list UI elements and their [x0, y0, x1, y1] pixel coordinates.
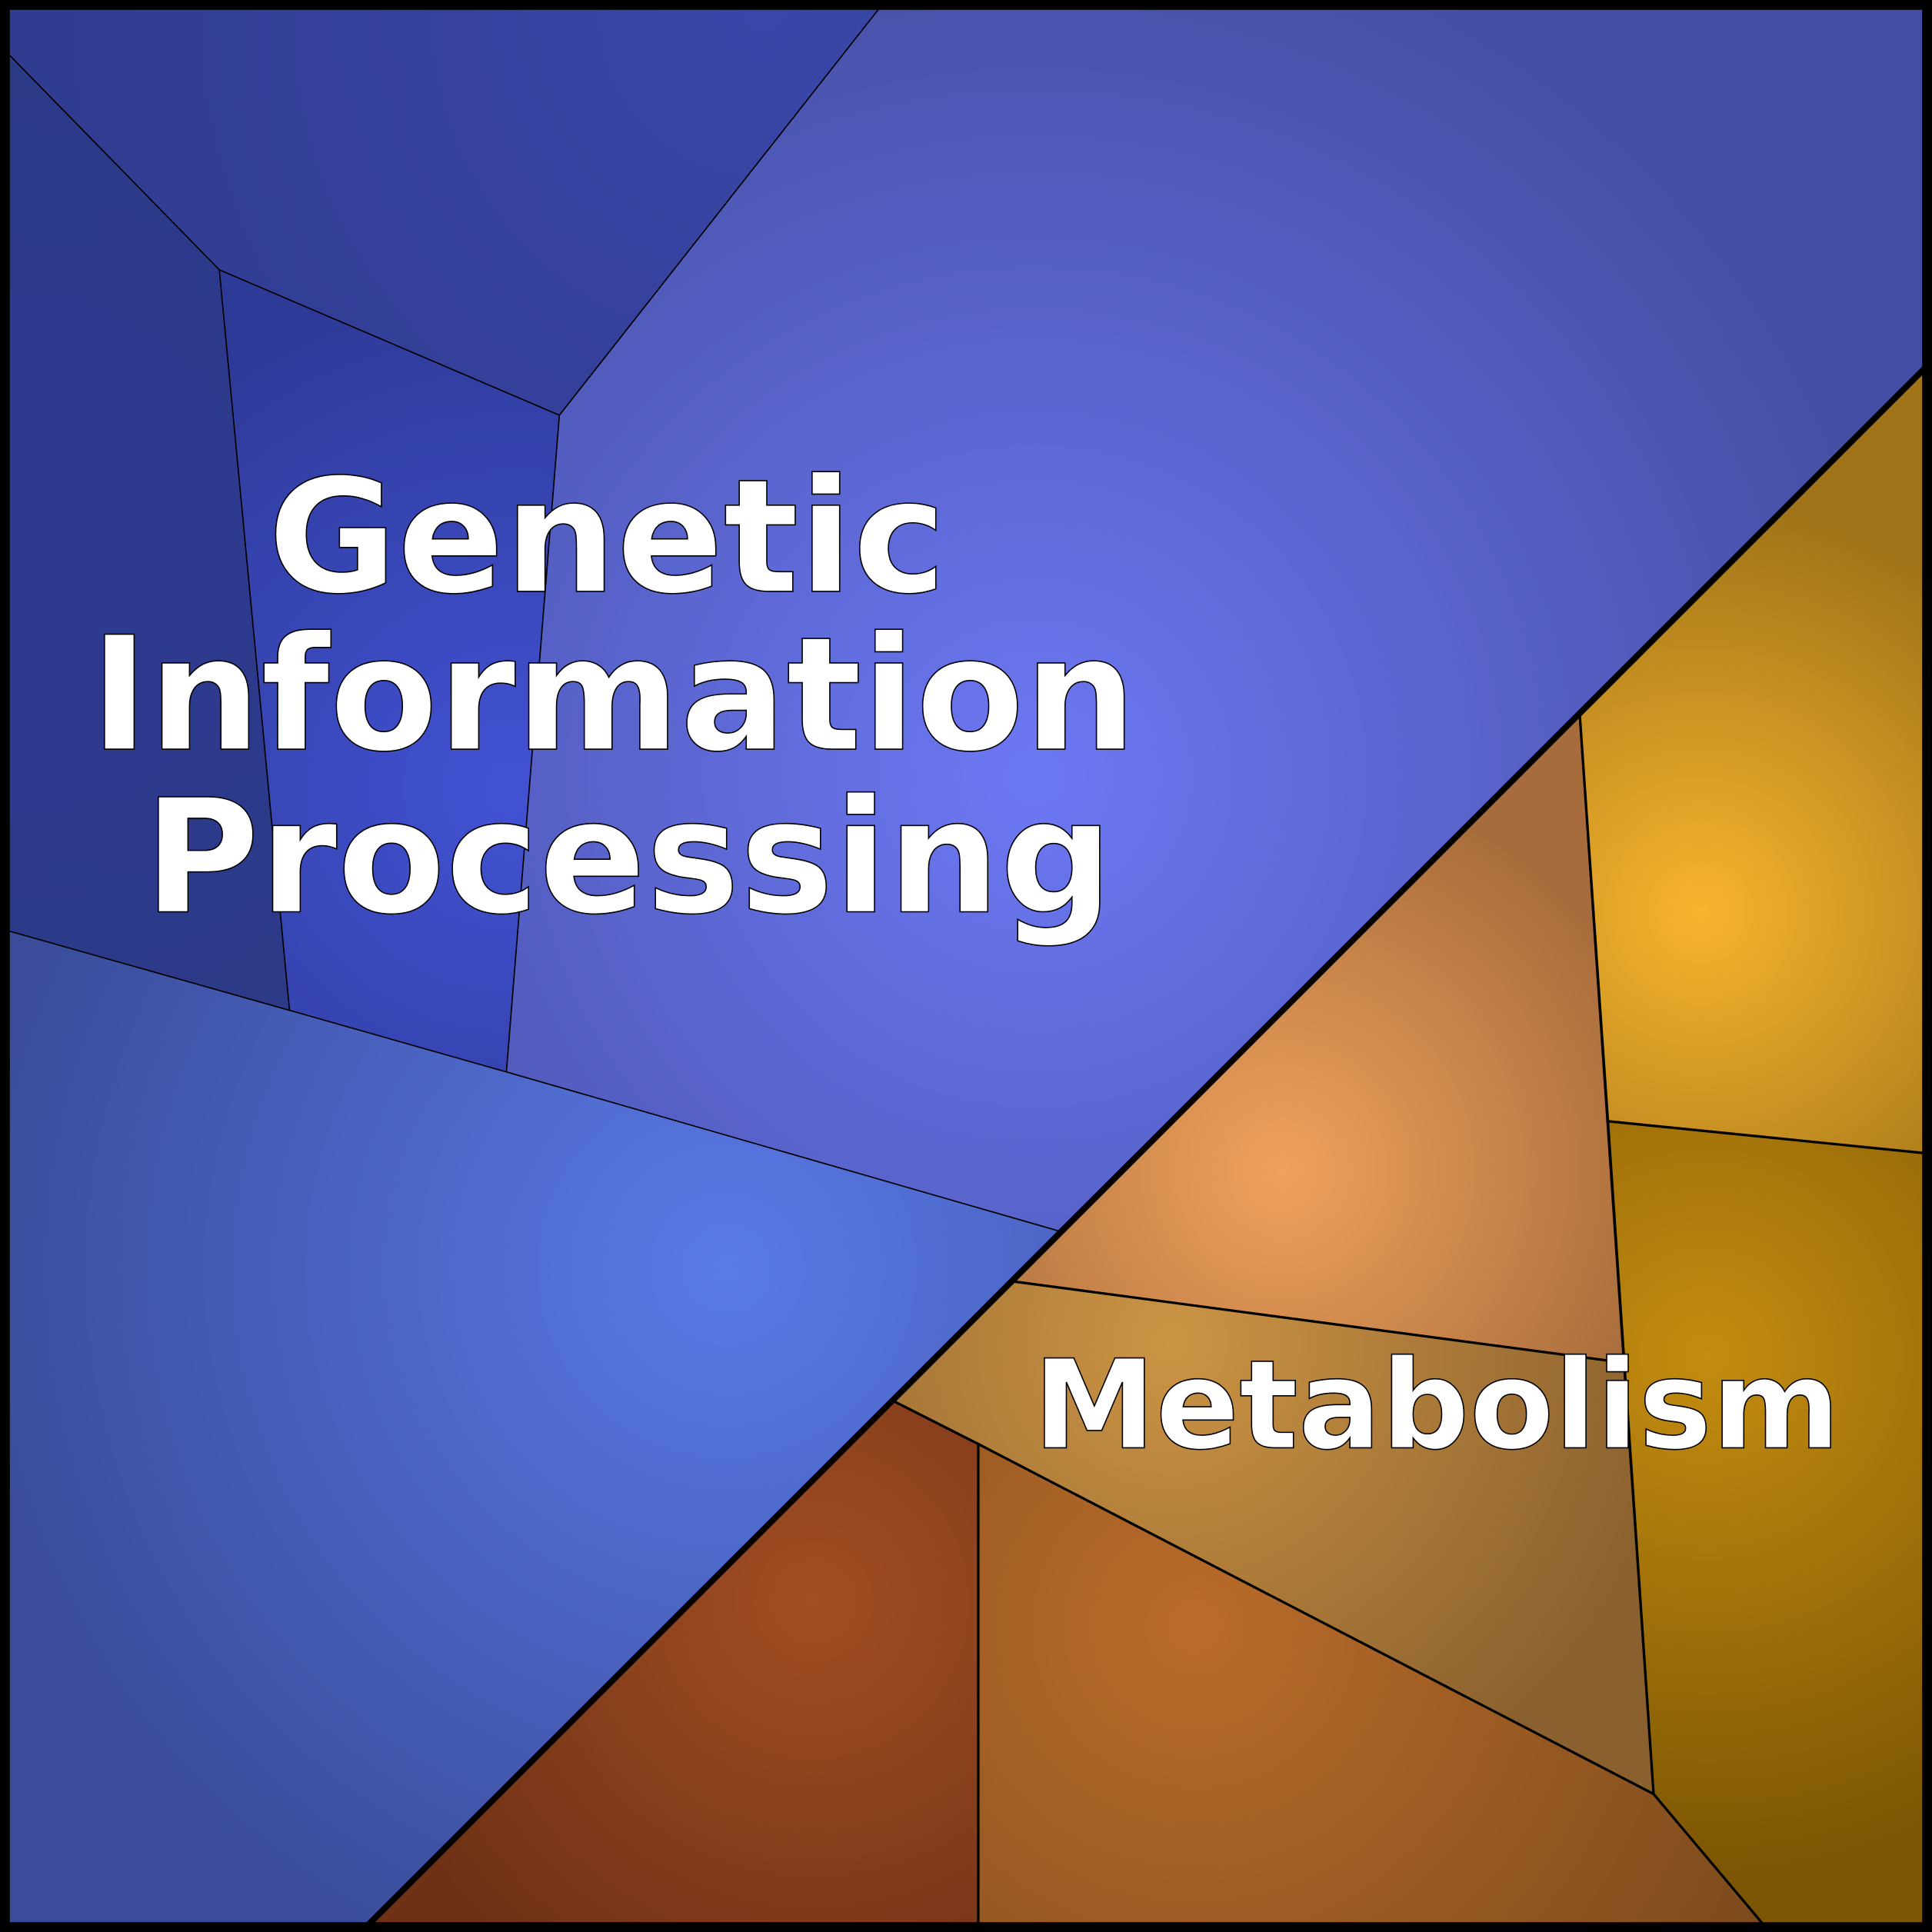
group-label-genetic: Genetic Information Processing [90, 446, 1191, 950]
group-divider [365, 365, 1928, 1928]
genetic-cells [5, 5, 1927, 1927]
metabolism-cells [364, 364, 1927, 1927]
group-label-metabolism: Metabolism [1033, 1333, 1840, 1477]
